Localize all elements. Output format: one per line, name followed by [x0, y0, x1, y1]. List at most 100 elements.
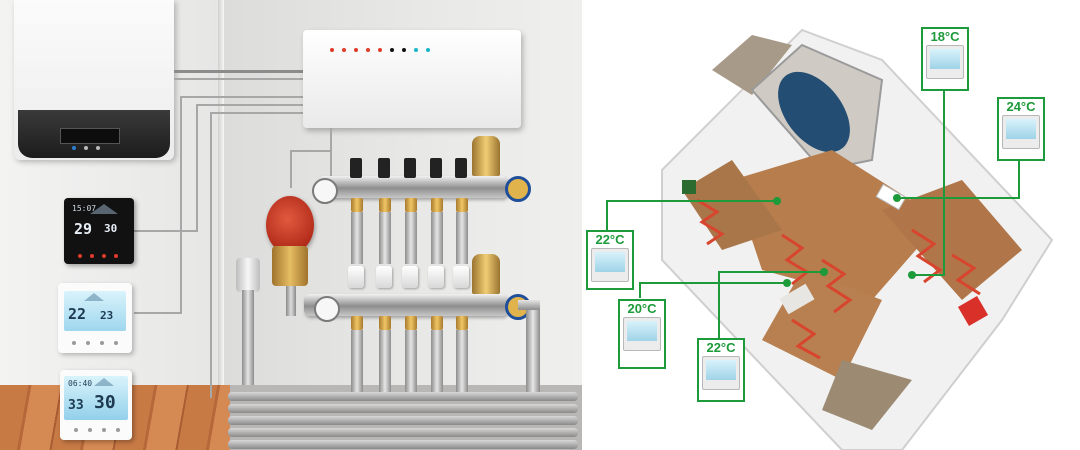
wire	[196, 104, 304, 106]
connector-line	[897, 160, 1020, 199]
ball-valve	[505, 176, 531, 202]
thermostat-button	[72, 341, 76, 345]
floor-pipe	[228, 428, 578, 437]
pump-housing	[272, 246, 308, 286]
thermostat-button	[116, 428, 120, 432]
controller-led	[390, 48, 394, 52]
thermostat-room-temp: 29	[74, 220, 93, 238]
manifold-fitting	[405, 198, 417, 212]
controller-led	[414, 48, 418, 52]
manifold-fitting	[405, 316, 417, 330]
connector-line	[606, 200, 777, 230]
manifold-actuator	[455, 158, 467, 178]
thermostat-button	[102, 254, 106, 258]
pump-pipe	[286, 286, 296, 316]
sensor-dot	[908, 271, 916, 279]
thermal-actuator	[402, 266, 418, 288]
thermostat-button	[100, 341, 104, 345]
pressure-gauge	[314, 296, 340, 322]
manifold-actuator	[350, 158, 362, 178]
wire	[174, 70, 304, 73]
thermostat-time: 06:40	[68, 379, 93, 388]
thermostat-icon	[591, 248, 629, 282]
wire	[180, 96, 304, 98]
room-thermostat-callout: 22°C	[586, 230, 634, 290]
green-wall	[682, 180, 696, 194]
floor-loop-pipe	[351, 330, 363, 392]
wire	[174, 78, 304, 80]
thermostat-button	[114, 341, 118, 345]
pump-icon	[266, 196, 314, 254]
connector-line	[639, 282, 787, 298]
thermostat-icon: 15:07 29 30	[64, 198, 134, 264]
thermostat-icon	[702, 356, 740, 390]
floor-loop-pipe	[405, 330, 417, 392]
pressure-gauge	[312, 178, 338, 204]
room-thermostat-callout: 20°C	[618, 299, 666, 369]
manifold-fitting	[456, 198, 468, 212]
room-temperature-label: 20°C	[627, 301, 657, 316]
thermostat-icon	[926, 45, 964, 79]
car-icon	[778, 71, 850, 153]
wire	[210, 112, 304, 114]
wire	[330, 128, 332, 188]
thermostat-button	[90, 254, 94, 258]
floorplan-scene: 18°C 24°C 22°C 20°C 22°C	[582, 0, 1080, 450]
riser-pipe	[456, 212, 468, 264]
thermostat-lcd: 22 23	[64, 291, 126, 331]
room-temperature-label: 18°C	[930, 29, 960, 44]
riser-pipe	[379, 212, 391, 264]
room-thermostat-callout: 22°C	[697, 338, 745, 402]
patio	[822, 360, 912, 430]
manifold-fitting	[431, 198, 443, 212]
sensor-dot	[820, 268, 828, 276]
heating-loop	[821, 258, 853, 314]
thermostat-button	[114, 254, 118, 258]
floor-pipe	[228, 392, 578, 401]
heating-loop	[951, 253, 981, 296]
controller-led	[366, 48, 370, 52]
supply-pipe	[242, 290, 254, 385]
thermostat-set-temp: 23	[100, 309, 114, 322]
thermostat-icon: 06:40 33 30	[60, 370, 132, 440]
wire	[196, 104, 198, 230]
floor-loop-pipe	[456, 330, 468, 392]
thermostat-time: 15:07	[72, 204, 97, 213]
wire	[134, 230, 198, 232]
heating-loop	[791, 318, 821, 360]
room-thermostat-callout: 18°C	[921, 27, 969, 91]
heating-loop	[781, 233, 810, 286]
wire	[180, 96, 182, 312]
controller-led	[378, 48, 382, 52]
manifold-icon	[318, 176, 508, 198]
thermostat-button	[74, 428, 78, 432]
riser-pipe	[351, 212, 363, 264]
sensor-dot	[893, 194, 901, 202]
wire	[290, 150, 292, 188]
thermostat-room-temp: 33	[68, 398, 84, 413]
floor-pipe	[228, 404, 578, 413]
bathtub	[875, 183, 907, 211]
thermostat-icon	[623, 317, 661, 351]
red-bed	[957, 295, 989, 327]
thermostat-button	[78, 254, 82, 258]
sofa	[779, 283, 815, 315]
thermostat-set-temp: 30	[104, 222, 118, 235]
heating-equipment-scene: 15:07 29 30 22 23 06:40 33 30	[0, 0, 582, 450]
thermostat-button	[86, 341, 90, 345]
manifold-fitting	[379, 316, 391, 330]
manifold-return	[304, 294, 508, 316]
air-vent	[472, 136, 500, 176]
sensor-dot	[783, 279, 791, 287]
manifold-fitting	[456, 316, 468, 330]
room-temperature-label: 22°C	[706, 340, 736, 355]
controller-led	[354, 48, 358, 52]
house-floorplan	[606, 28, 1054, 450]
manifold-fitting	[379, 198, 391, 212]
floor-pipe	[228, 440, 578, 449]
air-vent	[472, 254, 500, 294]
thermal-actuator	[376, 266, 392, 288]
room-temperature-label: 22°C	[595, 232, 625, 247]
house-icon	[90, 204, 118, 214]
sensor-dot	[773, 197, 781, 205]
